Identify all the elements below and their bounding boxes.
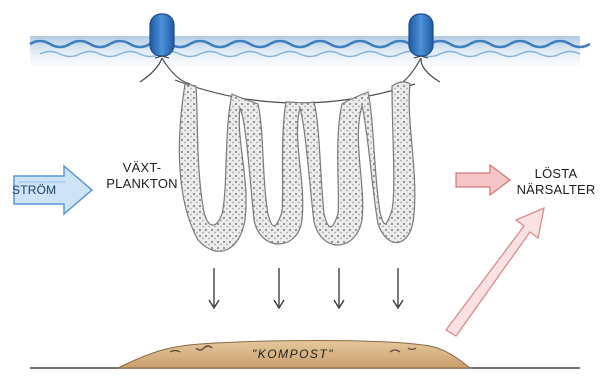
- nutrients-label-line1: LÖSTA: [516, 166, 596, 182]
- phytoplankton-label: VÄXT- PLANKTON: [92, 160, 192, 192]
- nutrients-arrow-horizontal: [456, 165, 510, 195]
- phytoplankton-label-line1: VÄXT-: [92, 160, 192, 176]
- nutrients-label-line2: NÄRSALTER: [516, 182, 596, 198]
- phytoplankton-label-line2: PLANKTON: [92, 176, 192, 192]
- right-buoy: [409, 14, 433, 58]
- compost-label: "KOMPOST": [252, 346, 334, 362]
- current-label: STRÖM: [12, 182, 56, 198]
- plankton-net: [179, 82, 414, 251]
- nutrients-label: LÖSTA NÄRSALTER: [516, 166, 596, 198]
- nutrients-arrow-diagonal: [446, 208, 544, 336]
- water-surface: [30, 36, 590, 66]
- sinking-arrows: [209, 268, 403, 308]
- left-buoy: [150, 14, 174, 58]
